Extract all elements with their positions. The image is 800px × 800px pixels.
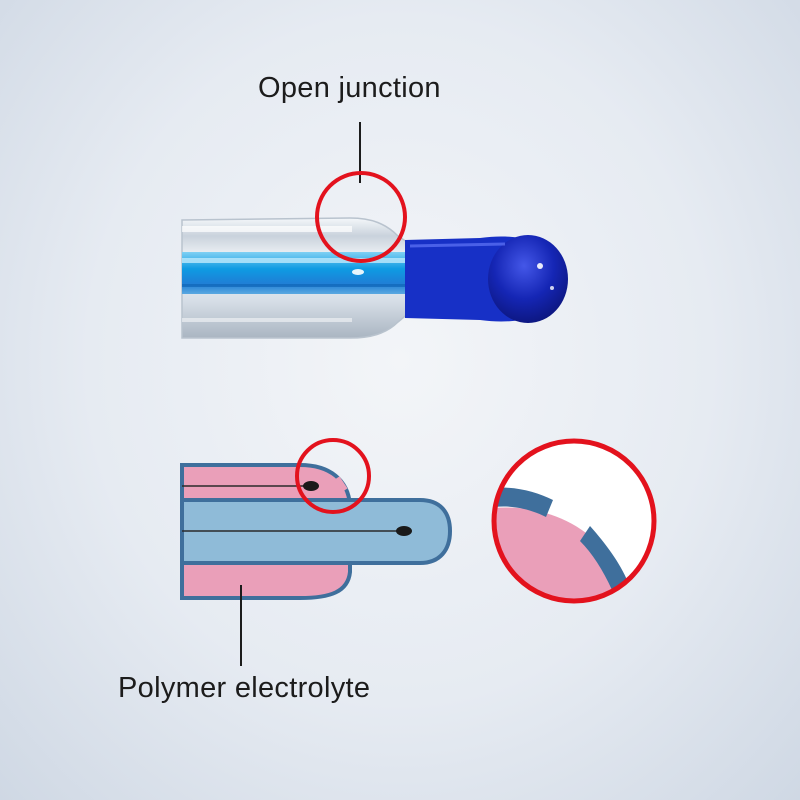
schematic-cross-section bbox=[180, 463, 453, 600]
open-junction-highlight bbox=[315, 171, 407, 263]
measuring-element bbox=[396, 526, 412, 536]
junction-highlight-small bbox=[295, 438, 371, 514]
magnified-highlight bbox=[491, 438, 657, 604]
open-junction-label: Open junction bbox=[258, 72, 441, 104]
sensing-bulb bbox=[488, 235, 568, 323]
magnified-outline-segment-1 bbox=[494, 487, 553, 517]
glass-electrode bbox=[181, 217, 568, 339]
magnified-outline-segment-2 bbox=[580, 526, 628, 590]
polymer-electrolyte-label: Polymer electrolyte bbox=[118, 672, 371, 704]
reference-element bbox=[303, 481, 319, 491]
magnified-view bbox=[491, 438, 657, 604]
electrode-neck bbox=[405, 236, 520, 322]
